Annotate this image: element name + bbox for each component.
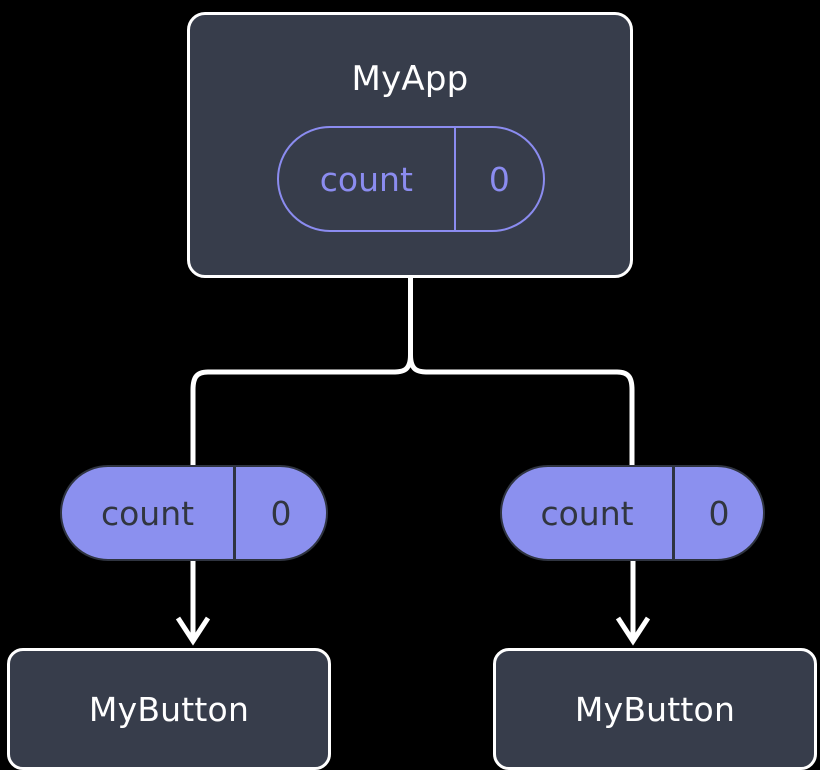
state-pill-left-value: 0	[270, 493, 292, 533]
state-pill-root[interactable]: count 0	[277, 126, 545, 232]
state-pill-right-value: 0	[708, 493, 730, 533]
state-pill-root-value: 0	[488, 159, 510, 199]
component-title-mybutton-right: MyButton	[574, 689, 736, 729]
state-pill-right[interactable]: count 0	[500, 465, 765, 561]
component-box-mybutton-left[interactable]: MyButton	[7, 648, 331, 770]
right-state-to-button-arrowhead	[615, 616, 651, 646]
fork-to-left-branch-connector	[190, 354, 413, 466]
state-pill-left[interactable]: count 0	[60, 465, 328, 561]
state-pill-right-key: count	[502, 467, 676, 559]
left-state-to-button-arrowhead	[175, 616, 211, 646]
component-title-myapp: MyApp	[351, 59, 469, 99]
component-title-mybutton-left: MyButton	[88, 689, 250, 729]
component-box-mybutton-right[interactable]: MyButton	[493, 648, 817, 770]
state-pill-left-key: count	[62, 467, 237, 559]
state-pill-root-key: count	[279, 128, 456, 230]
fork-to-right-branch-connector	[408, 354, 635, 466]
